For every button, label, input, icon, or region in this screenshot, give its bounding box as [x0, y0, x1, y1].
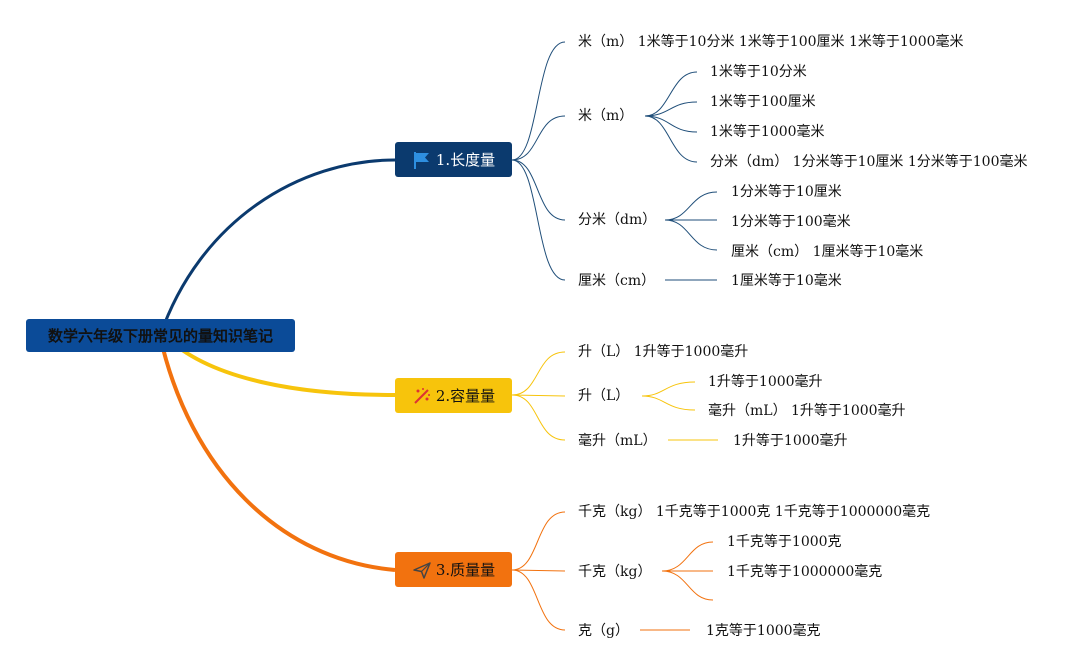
paper-plane-icon — [412, 560, 432, 580]
connector-root-length — [158, 158, 396, 337]
mass-subtopic[interactable]: 1千克等于1000克 — [727, 534, 842, 550]
branch-node-mass[interactable]: 3.质量量 — [395, 552, 512, 587]
length-topic-2[interactable]: 米（m） — [578, 108, 634, 124]
branch-label-capacity: 2.容量量 — [435, 387, 496, 405]
connector-root-mass — [158, 335, 396, 572]
flag-icon — [412, 150, 432, 170]
capacity-subtopic[interactable]: 毫升（mL） 1升等于1000毫升 — [708, 403, 906, 419]
capacity-topic-3[interactable]: 毫升（mL） — [578, 433, 657, 449]
capacity-subtopic[interactable]: 1升等于1000毫升 — [733, 433, 848, 449]
mass-topic-1[interactable]: 千克（kg） 1千克等于1000克 1千克等于1000000毫克 — [578, 504, 931, 520]
mass-subtopic[interactable]: 1千克等于1000000毫克 — [727, 564, 883, 580]
length-subtopic[interactable]: 分米（dm） 1分米等于10厘米 1分米等于100毫米 — [710, 154, 1028, 170]
capacity-topic-1[interactable]: 升（L） 1升等于1000毫升 — [578, 344, 749, 360]
branch-node-capacity[interactable]: 2.容量量 — [395, 378, 512, 413]
length-subtopic[interactable]: 1米等于1000毫米 — [710, 124, 825, 140]
length-topic-3[interactable]: 分米（dm） — [578, 212, 657, 228]
length-subtopic[interactable]: 1分米等于100毫米 — [731, 214, 851, 230]
branch-node-length[interactable]: 1.长度量 — [395, 142, 512, 177]
mass-topic-3[interactable]: 克（g） — [578, 623, 629, 639]
branch-label-length: 1.长度量 — [435, 151, 496, 169]
capacity-topic-2[interactable]: 升（L） — [578, 388, 630, 404]
mass-subtopic[interactable]: 1克等于1000毫克 — [706, 623, 821, 639]
length-subtopic[interactable]: 1米等于10分米 — [710, 64, 807, 80]
mass-topic-2[interactable]: 千克（kg） — [578, 564, 652, 580]
length-topic-4[interactable]: 厘米（cm） — [578, 273, 656, 289]
root-label: 数学六年级下册常见的量知识笔记 — [47, 327, 273, 345]
capacity-subtopic[interactable]: 1升等于1000毫升 — [708, 374, 823, 390]
sparkle-icon — [412, 386, 432, 406]
length-subtopic[interactable]: 1米等于100厘米 — [710, 94, 816, 110]
length-subtopic[interactable]: 厘米（cm） 1厘米等于10毫米 — [731, 244, 924, 260]
length-subtopic[interactable]: 1厘米等于10毫米 — [731, 273, 842, 289]
length-subtopic[interactable]: 1分米等于10厘米 — [731, 184, 842, 200]
length-topic-1[interactable]: 米（m） 1米等于10分米 1米等于100厘米 1米等于1000毫米 — [578, 34, 964, 50]
branch-label-mass: 3.质量量 — [435, 561, 496, 579]
root-node[interactable]: 数学六年级下册常见的量知识笔记 — [26, 319, 295, 352]
